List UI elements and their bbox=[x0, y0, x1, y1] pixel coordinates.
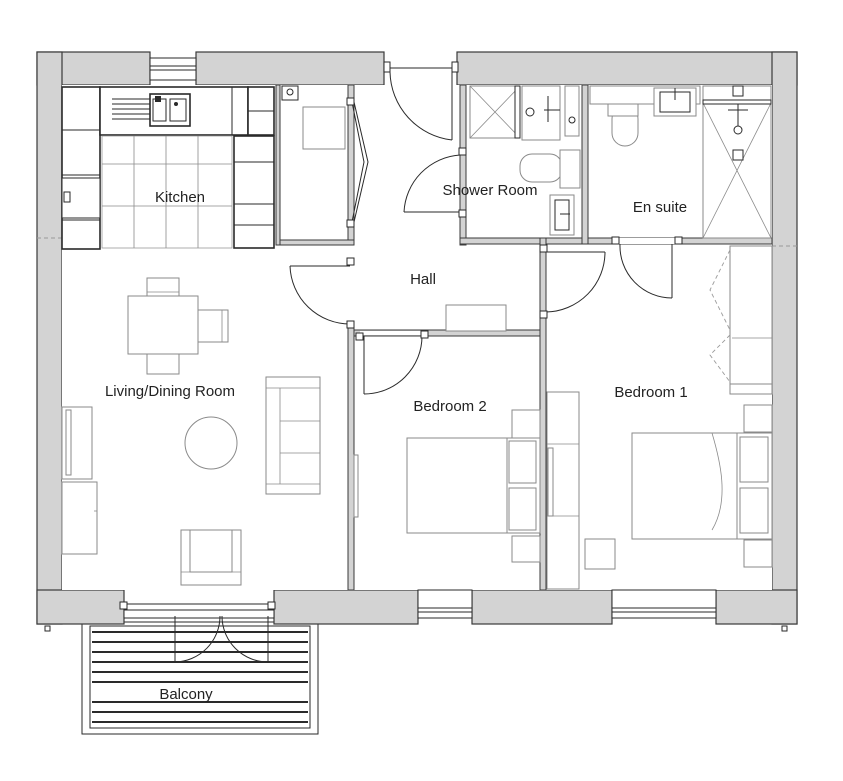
balcony bbox=[81, 621, 319, 735]
label-shower-room: Shower Room bbox=[442, 182, 537, 199]
bedroom-1-furniture bbox=[546, 245, 773, 590]
label-bedroom-2: Bedroom 2 bbox=[413, 398, 486, 415]
bedroom-1-door bbox=[545, 251, 606, 313]
hall-console bbox=[445, 304, 507, 332]
window-kitchen bbox=[149, 57, 197, 81]
door-jambs bbox=[346, 97, 683, 341]
kitchen-drainer bbox=[112, 98, 150, 120]
shower-room-fittings bbox=[469, 85, 581, 236]
label-bedroom-1: Bedroom 1 bbox=[614, 384, 687, 401]
window-bedroom-2 bbox=[417, 589, 473, 619]
armchair bbox=[180, 529, 242, 586]
balcony-decking bbox=[92, 631, 308, 723]
en-suite-fittings bbox=[589, 85, 772, 239]
kitchen-sink bbox=[149, 93, 191, 127]
balcony-doors bbox=[119, 601, 276, 663]
kitchen-hob bbox=[61, 177, 101, 219]
shower-room-door bbox=[403, 154, 461, 213]
label-balcony: Balcony bbox=[159, 686, 213, 703]
kitchen-floor-tiles bbox=[101, 135, 233, 249]
tv-unit bbox=[61, 406, 98, 555]
sofa bbox=[265, 376, 321, 495]
label-living-dining: Living/Dining Room bbox=[105, 383, 235, 400]
window-living bbox=[123, 603, 275, 619]
bedroom-2-door bbox=[363, 335, 423, 395]
label-kitchen: Kitchen bbox=[155, 189, 205, 206]
bedroom-2-furniture bbox=[353, 409, 541, 563]
label-en-suite: En suite bbox=[633, 199, 687, 216]
label-hall: Hall bbox=[410, 271, 436, 288]
hall-cupboard bbox=[281, 85, 369, 223]
dining-set bbox=[127, 277, 229, 375]
coffee-table bbox=[184, 416, 238, 470]
kitchen-hall-door bbox=[289, 265, 351, 325]
window-bedroom-1 bbox=[611, 589, 717, 619]
en-suite-door bbox=[619, 243, 673, 299]
entrance-door bbox=[383, 61, 459, 141]
